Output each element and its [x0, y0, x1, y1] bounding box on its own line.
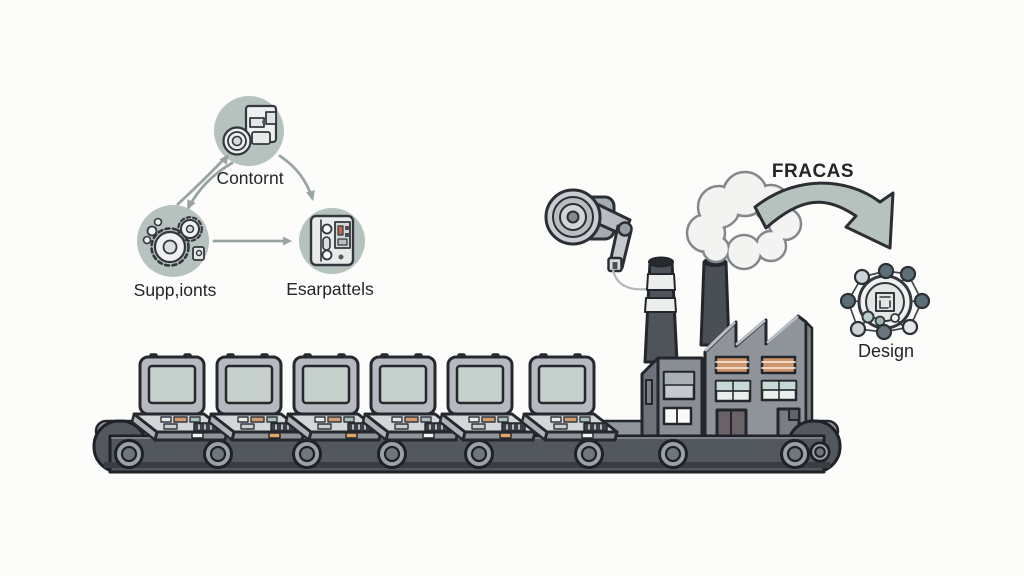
triad-diagram: Contornt Supp,ionts Esarpattels	[134, 96, 374, 300]
belt-roller	[203, 439, 233, 469]
belt-roller	[658, 439, 688, 469]
window-orange-right	[760, 355, 797, 375]
triad-label-esarpattels: Esarpattels	[286, 279, 374, 299]
design-label: Design	[858, 341, 914, 361]
belt-roller	[114, 439, 144, 469]
conveyor-device	[520, 352, 619, 442]
arrow-suppionts-to-contornt	[176, 155, 228, 206]
gears-parts-icon	[142, 216, 205, 267]
belt-roller	[574, 439, 604, 469]
window-orange-left	[714, 355, 750, 375]
window-teal-right	[760, 379, 798, 402]
factory-building	[640, 256, 814, 439]
control-panel-icon	[309, 214, 355, 267]
belt-roller	[292, 439, 322, 469]
conveyor-device	[207, 352, 306, 442]
factory-door-center	[715, 408, 748, 439]
conveyor-device	[361, 352, 460, 442]
window-teal-left	[714, 379, 752, 403]
network-nodes	[839, 262, 931, 341]
fracas-label: FRACAS	[772, 161, 854, 182]
belt-roller	[464, 439, 494, 469]
belt-roller	[377, 439, 407, 469]
conveyor-device	[284, 352, 383, 442]
triad-connector-arrows	[176, 154, 315, 246]
triad-label-contornt: Contornt	[216, 168, 283, 188]
robot-arm-camera-icon	[544, 188, 650, 291]
cable-line	[611, 268, 650, 291]
belt-roller-small	[809, 441, 831, 463]
fracas-arrow	[753, 181, 895, 250]
annex-slit-window	[645, 379, 653, 405]
conveyor-device	[438, 352, 537, 442]
belt-rollers	[114, 439, 831, 469]
arrow-contornt-to-esarpattels	[278, 154, 314, 200]
network-design-icon: Design	[839, 262, 931, 361]
network-core-icon	[857, 274, 913, 330]
machine-camera-icon	[222, 104, 278, 156]
chimney-left	[643, 256, 679, 364]
smoke-cloud-icon	[685, 170, 803, 271]
conveyor-device	[130, 352, 229, 442]
conveyor-devices	[130, 352, 619, 442]
belt-roller	[780, 439, 810, 469]
triad-label-suppionts: Supp,ionts	[134, 280, 217, 300]
